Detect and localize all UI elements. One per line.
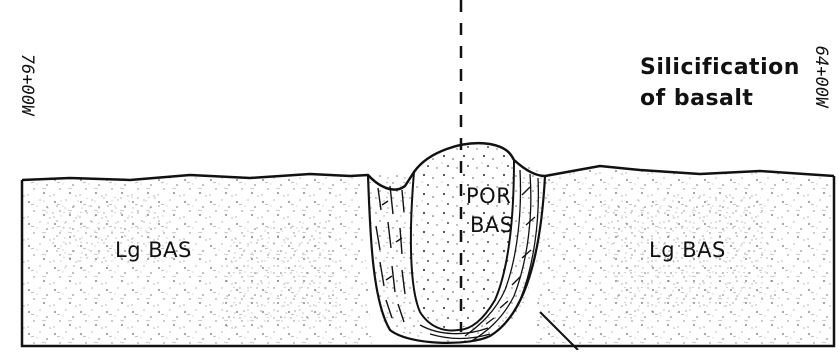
right-station-label: 64+00W <box>812 46 829 107</box>
silicification-annotation-line1: Silicification <box>640 52 800 83</box>
silicification-annotation-line2: of basalt <box>640 83 800 114</box>
intrusion-label-line2: BAS <box>470 215 514 236</box>
intrusion-label-line1: POR <box>466 186 511 207</box>
host-basalt-right-label: Lg BAS <box>649 240 726 261</box>
host-basalt-left-label: Lg BAS <box>115 240 192 261</box>
silicification-annotation: Silicification of basalt <box>640 52 800 114</box>
left-station-label: 76+00W <box>18 54 35 115</box>
